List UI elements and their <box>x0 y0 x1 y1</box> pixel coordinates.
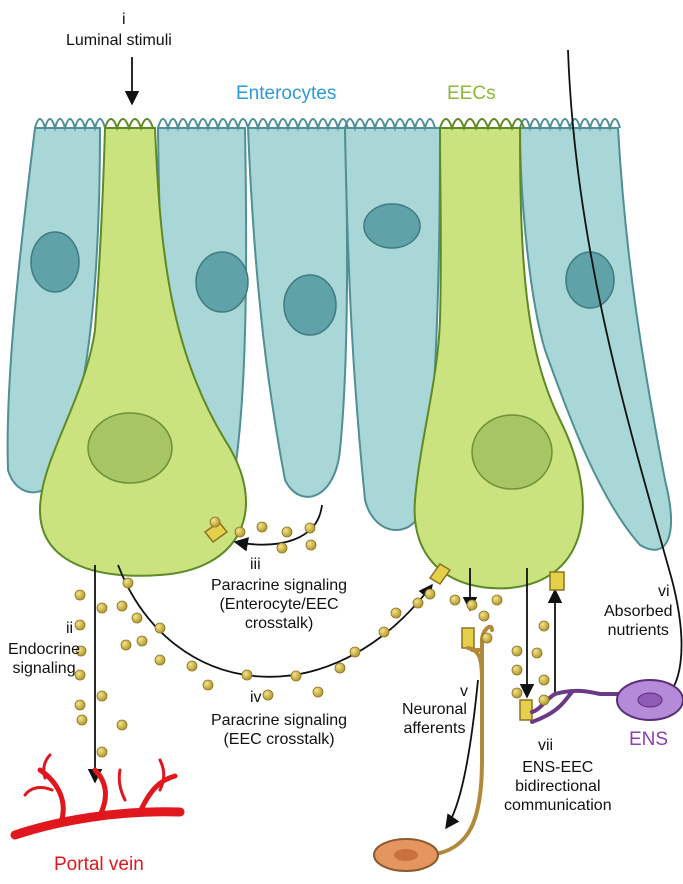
granule <box>256 521 268 533</box>
granule <box>154 622 166 634</box>
afferent-signal-arrow <box>445 679 479 830</box>
granule <box>304 522 316 534</box>
receptor-icon <box>549 571 565 591</box>
granule <box>202 679 214 691</box>
receptor-icon <box>519 699 533 721</box>
granule <box>76 714 88 726</box>
microvilli <box>34 118 621 132</box>
granule <box>209 516 221 528</box>
enterocyte-cell <box>518 127 672 551</box>
endocrine-signaling-label: Endocrine signaling <box>8 641 81 677</box>
granule <box>511 664 523 676</box>
granule <box>481 632 493 644</box>
step-ii-label: ii <box>66 620 74 637</box>
granule <box>186 660 198 672</box>
granule <box>312 686 324 698</box>
granule <box>74 619 86 631</box>
granule <box>349 646 361 658</box>
granule <box>116 600 128 612</box>
enterocyte-nuclei <box>30 203 615 336</box>
eec-nuclei <box>87 412 553 490</box>
ens-neuron-process <box>530 688 642 724</box>
granule <box>75 645 87 657</box>
secretory-granules <box>74 516 550 758</box>
granule <box>136 635 148 647</box>
step-iii-label: iii <box>250 556 261 573</box>
granule <box>96 690 108 702</box>
paracrine-enterocyte-label: Paracrine signaling (Enterocyte/EEC cros… <box>211 577 348 632</box>
ens-label: ENS <box>629 729 669 750</box>
granule <box>466 599 478 611</box>
absorbed-nutrients-label: Absorbed nutrients <box>604 603 673 639</box>
step-vii-label: vii <box>538 737 554 754</box>
granule <box>538 674 550 686</box>
granule <box>96 746 108 758</box>
afferent-neuron <box>428 624 494 857</box>
granule <box>262 689 274 701</box>
absorbed-nutrients-arrow <box>567 49 683 701</box>
granule <box>449 594 461 606</box>
granule <box>74 669 86 681</box>
granule <box>74 699 86 711</box>
granule <box>276 542 288 554</box>
enterocytes-label: Enterocytes <box>236 83 337 104</box>
granule <box>334 662 346 674</box>
eecs-label: EECs <box>447 83 496 104</box>
granule <box>412 597 424 609</box>
step-v-label: v <box>460 683 468 700</box>
granule <box>120 639 132 651</box>
receptors <box>203 520 565 721</box>
neuronal-afferents-label: Neuronal afferents <box>402 701 467 737</box>
step-i-label: i <box>122 11 126 28</box>
granule <box>511 645 523 657</box>
granule <box>531 647 543 659</box>
granule <box>234 526 246 538</box>
granule <box>281 526 293 538</box>
granule <box>290 670 302 682</box>
ens-eec-label: ENS-EEC bidirectional communication <box>504 759 612 814</box>
granule <box>96 602 108 614</box>
receptor-icon <box>428 563 452 585</box>
granule <box>116 719 128 731</box>
portal-vein <box>10 753 185 840</box>
paracrine-enterocyte-arrow <box>233 504 323 552</box>
granule <box>478 610 490 622</box>
portal-vein-label: Portal vein <box>54 854 144 875</box>
granule <box>131 612 143 624</box>
receptor-icon <box>461 627 475 649</box>
luminal-stimuli-label: Luminal stimuli <box>66 32 172 49</box>
step-iv-label: iv <box>250 689 262 706</box>
step-vi-label: vi <box>658 583 670 600</box>
granule <box>122 577 134 589</box>
granule <box>241 669 253 681</box>
paracrine-eec-label: Paracrine signaling (EEC crosstalk) <box>211 712 348 748</box>
granule <box>390 607 402 619</box>
granule <box>511 687 523 699</box>
granule <box>424 588 436 600</box>
granule <box>538 620 550 632</box>
granule <box>74 589 86 601</box>
granule <box>538 694 550 706</box>
granule <box>154 654 166 666</box>
granule <box>305 539 317 551</box>
granule <box>378 626 390 638</box>
granule <box>491 594 503 606</box>
